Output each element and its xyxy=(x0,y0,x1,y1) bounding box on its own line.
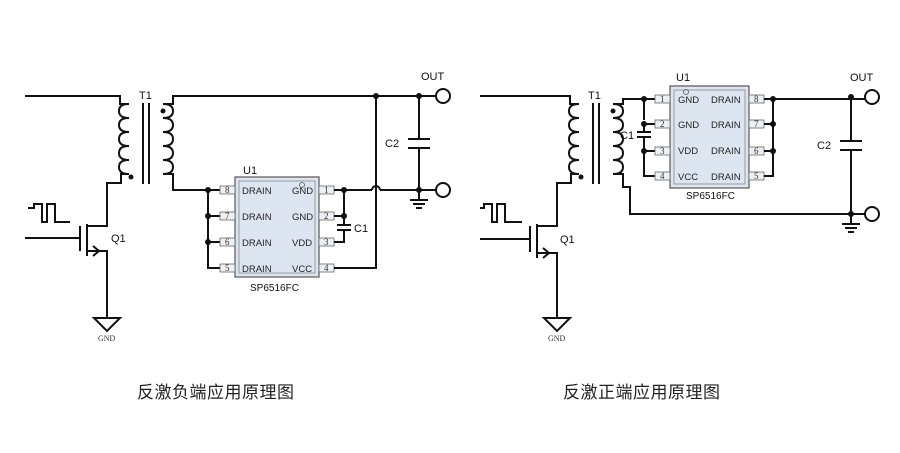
transformer-label: T1 xyxy=(588,90,601,102)
output-positive-wire xyxy=(163,95,437,105)
secondary-return-wire xyxy=(163,173,220,191)
ic-body xyxy=(234,176,320,278)
capacitor-c2: C2 xyxy=(385,96,430,190)
mosfet-q1: Q1 xyxy=(25,203,126,318)
vcc-feed-wire xyxy=(334,96,377,269)
gnd-label: GND xyxy=(548,334,566,343)
pin-label: VDD xyxy=(292,238,312,249)
pin-label: VCC xyxy=(292,264,312,275)
pin-number: 5 xyxy=(754,171,759,181)
transformer-primary-coil xyxy=(117,103,134,180)
q1-label: Q1 xyxy=(560,234,575,246)
pin-number: 4 xyxy=(324,263,329,273)
pwm-pulse-icon xyxy=(480,203,522,223)
ground-icon xyxy=(842,214,860,233)
ic-body xyxy=(669,85,750,189)
pin-number: 5 xyxy=(225,263,230,273)
pin-number: 6 xyxy=(754,146,759,156)
pin-number: 1 xyxy=(324,185,329,195)
ground-icon xyxy=(541,317,573,333)
pin-number: 8 xyxy=(754,94,759,104)
c2-label: C2 xyxy=(385,138,399,150)
q1-label: Q1 xyxy=(111,233,126,245)
input-wire xyxy=(480,95,579,105)
polarity-dot xyxy=(160,108,166,114)
gnd-label: GND xyxy=(98,334,116,343)
transformer-primary-coil xyxy=(567,103,584,180)
pin-label: DRAIN xyxy=(242,264,272,275)
pin-label: GND xyxy=(292,186,313,197)
pin-number: 6 xyxy=(225,237,230,247)
output-terminal-negative xyxy=(864,206,880,222)
pwm-pulse-icon xyxy=(28,203,70,223)
pin-number: 2 xyxy=(324,211,329,221)
transformer-secondary-coil xyxy=(160,103,175,175)
pin-label: DRAIN xyxy=(242,212,272,223)
gnd-bus xyxy=(334,190,345,224)
pin1-marker xyxy=(299,182,305,188)
pin-number: 4 xyxy=(660,171,665,181)
diagram-negative-end: T1 U1 SP6516FC 8 7 6 5 DRAIN D xyxy=(25,71,451,343)
primary-drain-wire xyxy=(550,173,579,227)
pin-number: 2 xyxy=(660,119,665,129)
capacitor-c1: C1 xyxy=(620,124,651,151)
out-label: OUT xyxy=(421,71,445,83)
ic-ref-label: U1 xyxy=(243,165,257,177)
transformer-label: T1 xyxy=(139,90,152,102)
out-label: OUT xyxy=(850,72,874,84)
diagram-positive-end: T1 C1 U1 SP6516FC 1 2 3 xyxy=(480,72,880,343)
pin-label: DRAIN xyxy=(242,238,272,249)
secondary-top-wire xyxy=(613,98,655,105)
output-negative-wire xyxy=(613,173,865,215)
ic-u1: U1 SP6516FC 8 7 6 5 DRAIN DRAIN DRAIN DR… xyxy=(219,165,335,294)
pin-number: 3 xyxy=(324,237,329,247)
ic-part-label: SP6516FC xyxy=(250,283,299,294)
pin-label: VDD xyxy=(678,146,698,157)
input-wire xyxy=(25,95,129,105)
pin-label: VCC xyxy=(678,172,698,183)
pin-label: DRAIN xyxy=(242,186,272,197)
c2-label: C2 xyxy=(817,140,831,152)
c1-label: C1 xyxy=(620,130,634,142)
drain-bus xyxy=(764,98,865,177)
primary-drain-wire xyxy=(100,173,129,227)
pin-number: 7 xyxy=(225,211,230,221)
ground-icon xyxy=(410,190,428,209)
pin-label: DRAIN xyxy=(711,95,741,106)
c1-label: C1 xyxy=(354,223,368,235)
pin-number: 7 xyxy=(754,119,759,129)
pin-label: DRAIN xyxy=(711,120,741,131)
pin-label: GND xyxy=(678,120,699,131)
capacitor-c2: C2 xyxy=(817,97,862,214)
pin1-marker xyxy=(683,89,689,95)
pin-label: GND xyxy=(678,95,699,106)
ic-u1: U1 SP6516FC 1 2 3 4 GND GND VDD VCC 8 7 … xyxy=(654,72,765,202)
pin-label: DRAIN xyxy=(711,172,741,183)
ic-part-label: SP6516FC xyxy=(686,191,735,202)
pin-number: 3 xyxy=(660,146,665,156)
caption-negative-end: 反激负端应用原理图 xyxy=(137,383,295,403)
caption-positive-end: 反激正端应用原理图 xyxy=(563,383,721,403)
output-terminal-positive xyxy=(864,89,880,105)
ground-icon xyxy=(91,317,123,333)
output-terminal-positive xyxy=(435,88,451,104)
transformer-secondary-coil xyxy=(610,103,625,175)
pin-number: 1 xyxy=(660,94,665,104)
polarity-dot xyxy=(128,174,134,180)
drain-bus xyxy=(207,190,220,269)
pin-label: GND xyxy=(292,212,313,223)
ic-ref-label: U1 xyxy=(676,72,690,84)
capacitor-c1: C1 xyxy=(334,223,368,243)
pin-label: DRAIN xyxy=(711,146,741,157)
mosfet-q1: Q1 xyxy=(480,203,575,318)
pin-number: 8 xyxy=(225,185,230,195)
output-terminal-negative xyxy=(435,182,451,198)
